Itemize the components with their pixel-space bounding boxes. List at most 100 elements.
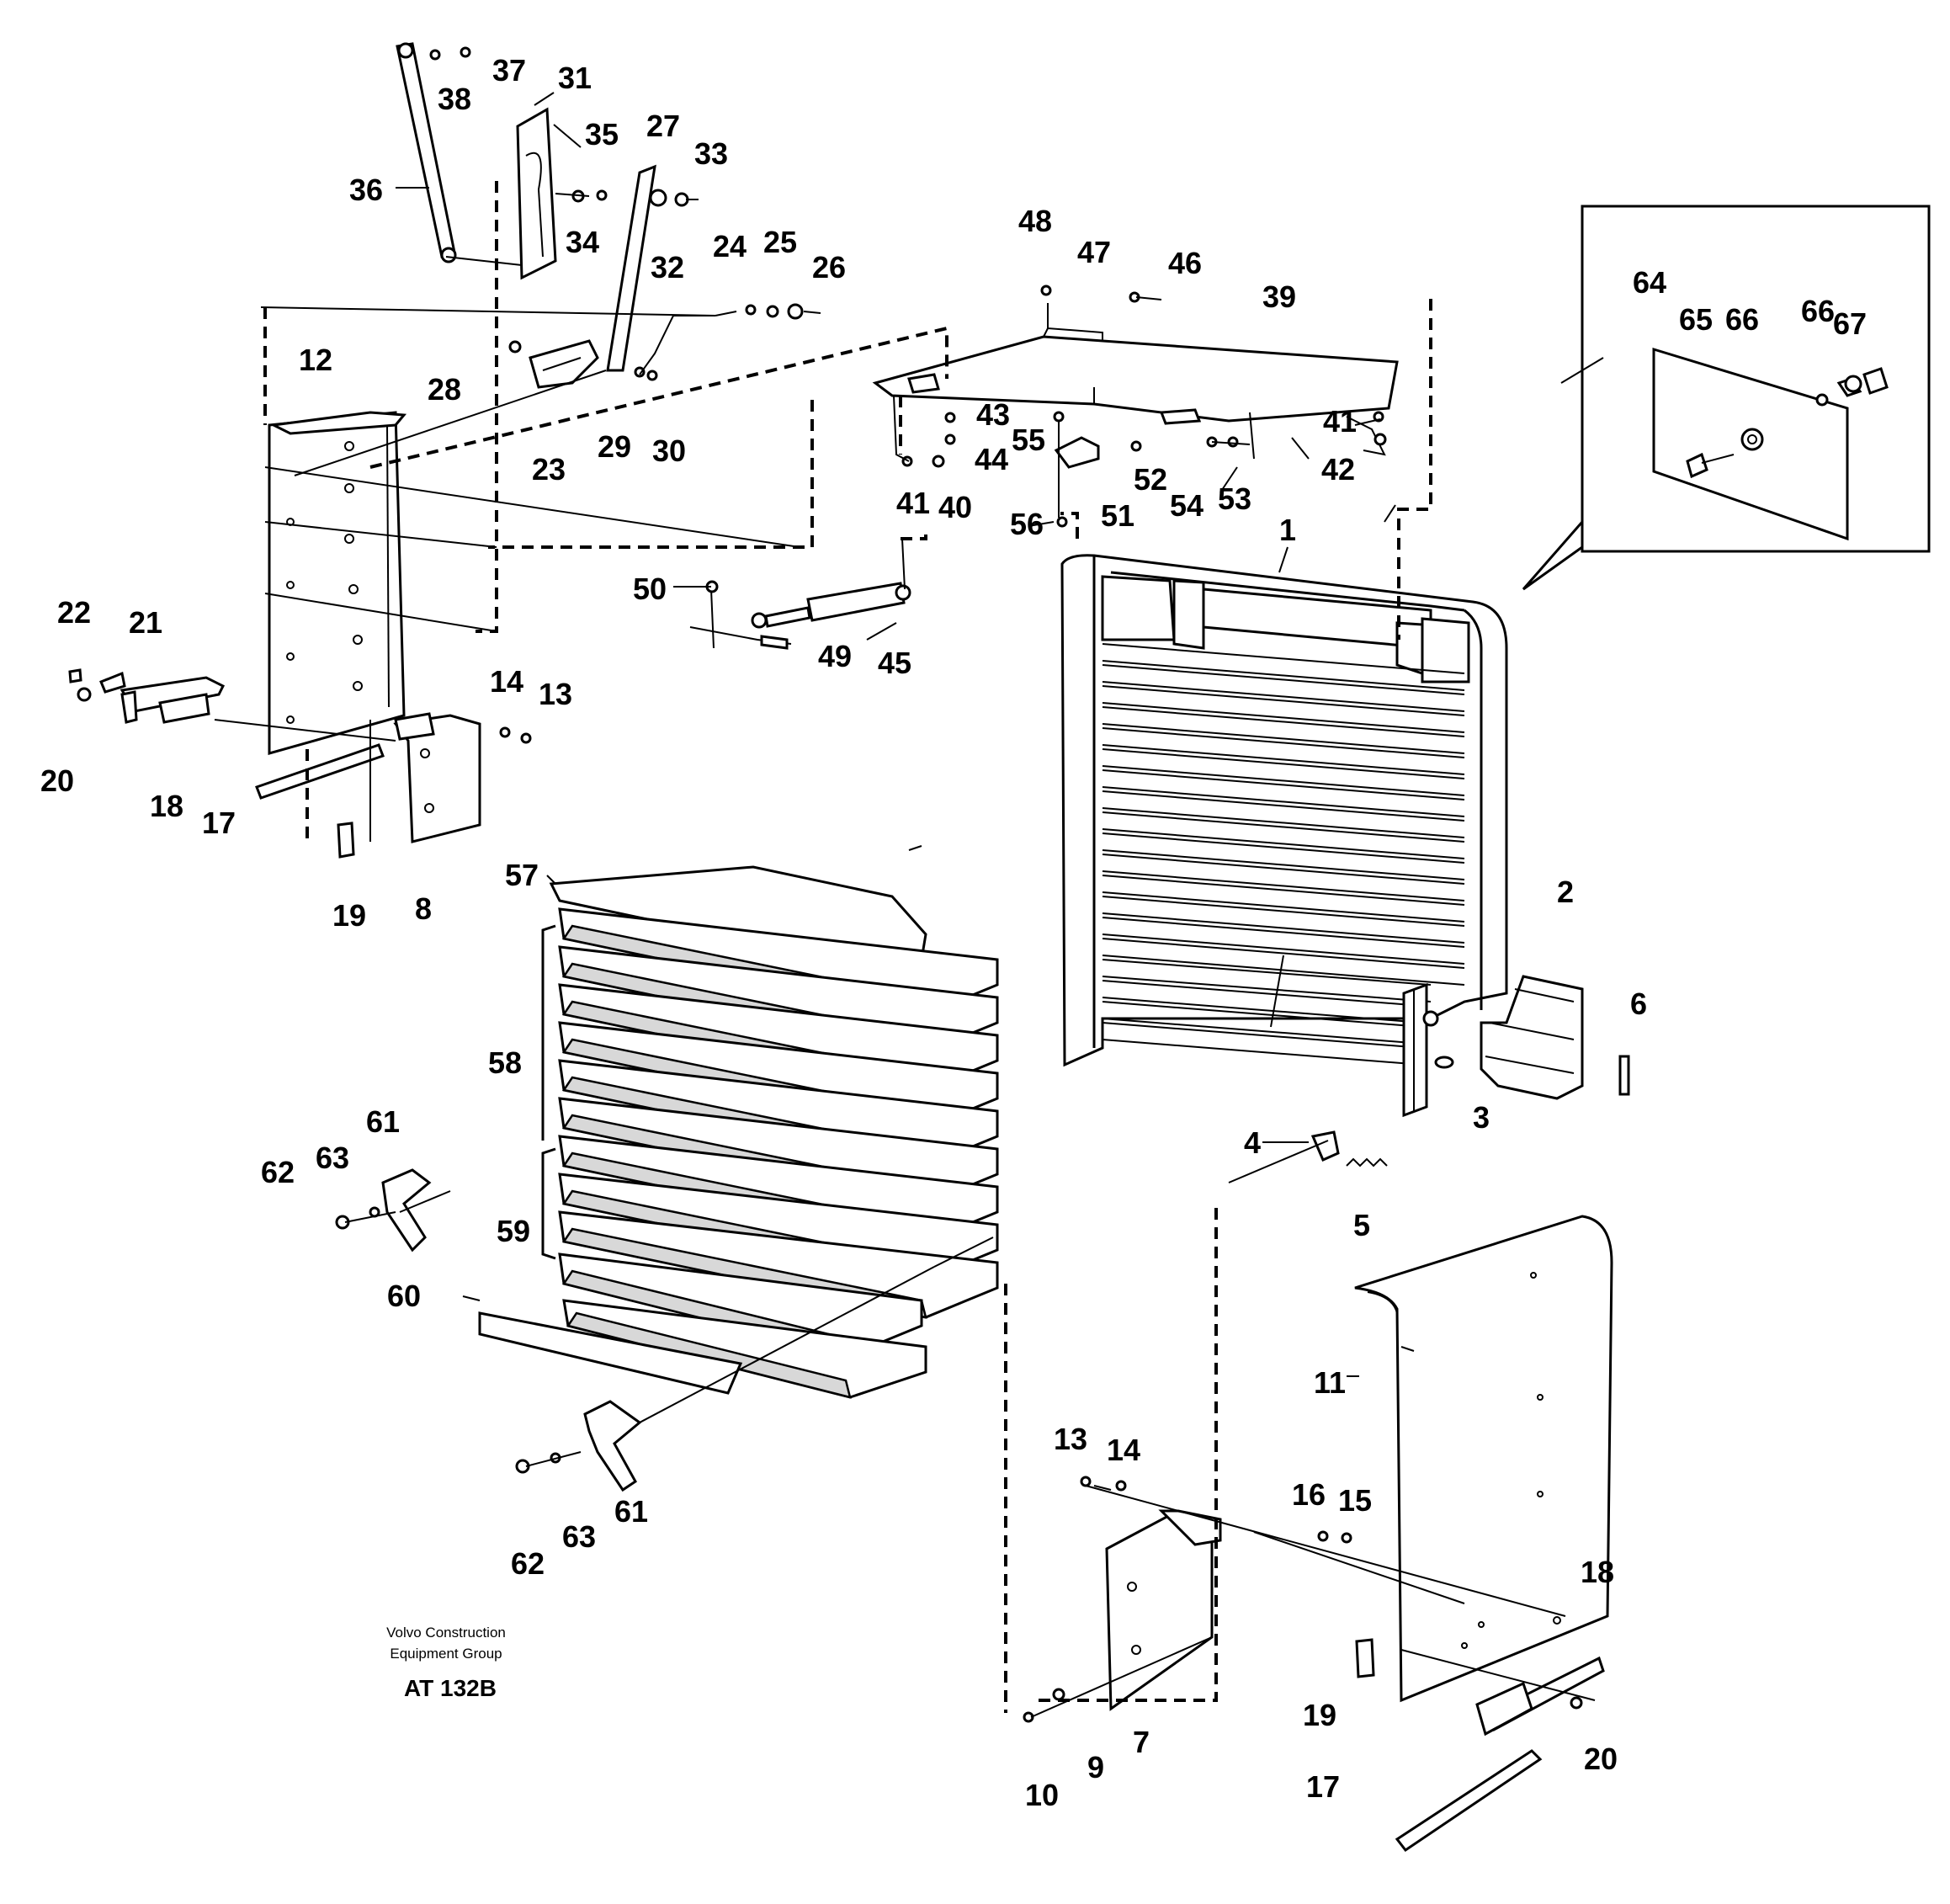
label-21: 21	[129, 605, 162, 640]
left-side-panel	[268, 411, 407, 755]
grille-side-frame	[1402, 982, 1428, 1118]
label-66a: 66	[1725, 302, 1759, 337]
label-51: 51	[1101, 498, 1134, 533]
label-14: 14	[490, 664, 523, 699]
label-62b: 62	[511, 1546, 545, 1581]
label-9: 9	[1087, 1750, 1104, 1784]
label-1: 1	[1279, 513, 1296, 547]
label-41b: 41	[1323, 404, 1357, 439]
label-19: 19	[332, 898, 366, 933]
hinge	[1054, 436, 1100, 469]
right-side-panel	[1354, 1215, 1613, 1703]
part-labels: 1 2 3 4 5 6 7 8 9 10 11 12 13 14 17 18 1…	[40, 53, 1867, 1812]
label-17: 17	[202, 806, 236, 840]
left-handle	[68, 668, 226, 724]
label-27: 27	[646, 109, 680, 143]
right-handle	[1475, 1656, 1605, 1736]
assembly-lines-thin	[214, 193, 1596, 1718]
side-bracket	[1480, 975, 1584, 1100]
label-28: 28	[428, 372, 461, 407]
label-2: 2	[1557, 875, 1574, 909]
label-59: 59	[497, 1214, 530, 1248]
label-18b: 18	[1581, 1555, 1614, 1589]
latch-parts	[1310, 1010, 1454, 1167]
drawing-code: AT 132B	[404, 1675, 497, 1701]
label-61a: 61	[366, 1104, 400, 1139]
label-43: 43	[976, 397, 1010, 432]
label-55: 55	[1012, 423, 1045, 457]
label-34: 34	[566, 225, 599, 259]
label-4: 4	[1244, 1125, 1261, 1160]
label-41a: 41	[896, 486, 930, 520]
label-37: 37	[492, 53, 526, 88]
label-6: 6	[1630, 987, 1647, 1021]
label-67: 67	[1833, 306, 1867, 341]
label-60: 60	[387, 1279, 421, 1313]
label-66b: 66	[1801, 294, 1835, 328]
label-11: 11	[1314, 1365, 1346, 1400]
label-31: 31	[558, 61, 592, 95]
credit-line-2: Equipment Group	[390, 1646, 502, 1662]
label-3: 3	[1473, 1100, 1490, 1135]
label-22: 22	[57, 595, 91, 630]
label-35: 35	[585, 117, 619, 152]
label-20: 20	[40, 763, 74, 798]
label-25: 25	[763, 225, 797, 259]
label-20b: 20	[1584, 1742, 1618, 1776]
label-14b: 14	[1107, 1433, 1140, 1467]
label-52: 52	[1134, 462, 1167, 497]
label-61b: 61	[614, 1494, 648, 1529]
label-7: 7	[1133, 1725, 1150, 1759]
label-49: 49	[818, 639, 852, 673]
label-12: 12	[299, 343, 332, 377]
grip-handle	[529, 339, 599, 389]
label-56: 56	[1010, 507, 1044, 541]
label-40: 40	[938, 490, 972, 524]
upper-clip	[335, 1168, 432, 1252]
label-46: 46	[1168, 246, 1202, 280]
credit-line-1: Volvo Construction	[386, 1625, 506, 1641]
label-48: 48	[1018, 204, 1052, 238]
label-42: 42	[1321, 452, 1355, 487]
leader-lines	[396, 92, 1604, 1377]
label-15: 15	[1338, 1483, 1372, 1518]
label-33: 33	[694, 136, 728, 171]
left-small-plate	[337, 822, 355, 859]
label-53: 53	[1218, 481, 1251, 516]
label-65: 65	[1679, 302, 1713, 337]
label-32: 32	[651, 250, 684, 285]
label-50: 50	[633, 572, 667, 606]
right-rod	[1395, 1749, 1543, 1853]
label-62a: 62	[261, 1155, 295, 1189]
label-44: 44	[975, 442, 1008, 476]
label-39: 39	[1262, 279, 1296, 314]
label-24: 24	[713, 229, 747, 263]
top-cover-plate	[872, 327, 1399, 456]
gas-strut	[689, 580, 911, 650]
label-57: 57	[505, 858, 539, 892]
label-30: 30	[652, 433, 686, 468]
left-bracket	[393, 712, 481, 843]
label-58: 58	[488, 1045, 522, 1080]
louvre-braces	[541, 924, 556, 1260]
lever	[396, 42, 457, 263]
left-rod	[255, 743, 385, 800]
detail-inset	[1522, 205, 1931, 591]
label-16: 16	[1292, 1477, 1326, 1512]
label-26: 26	[812, 250, 846, 285]
credit-block: Volvo Construction Equipment Group AT 13…	[386, 1625, 506, 1701]
pin	[1618, 1055, 1630, 1096]
label-19b: 19	[1303, 1698, 1336, 1732]
louvre-blades	[478, 865, 999, 1399]
label-5: 5	[1353, 1208, 1370, 1242]
label-13: 13	[539, 677, 572, 711]
label-8: 8	[415, 891, 432, 926]
label-10: 10	[1025, 1778, 1059, 1812]
label-63b: 63	[562, 1519, 596, 1554]
label-18: 18	[150, 789, 183, 823]
label-45: 45	[878, 646, 911, 680]
grille-slats	[1102, 643, 1465, 1066]
label-13b: 13	[1054, 1422, 1087, 1456]
link-plate	[516, 107, 557, 280]
